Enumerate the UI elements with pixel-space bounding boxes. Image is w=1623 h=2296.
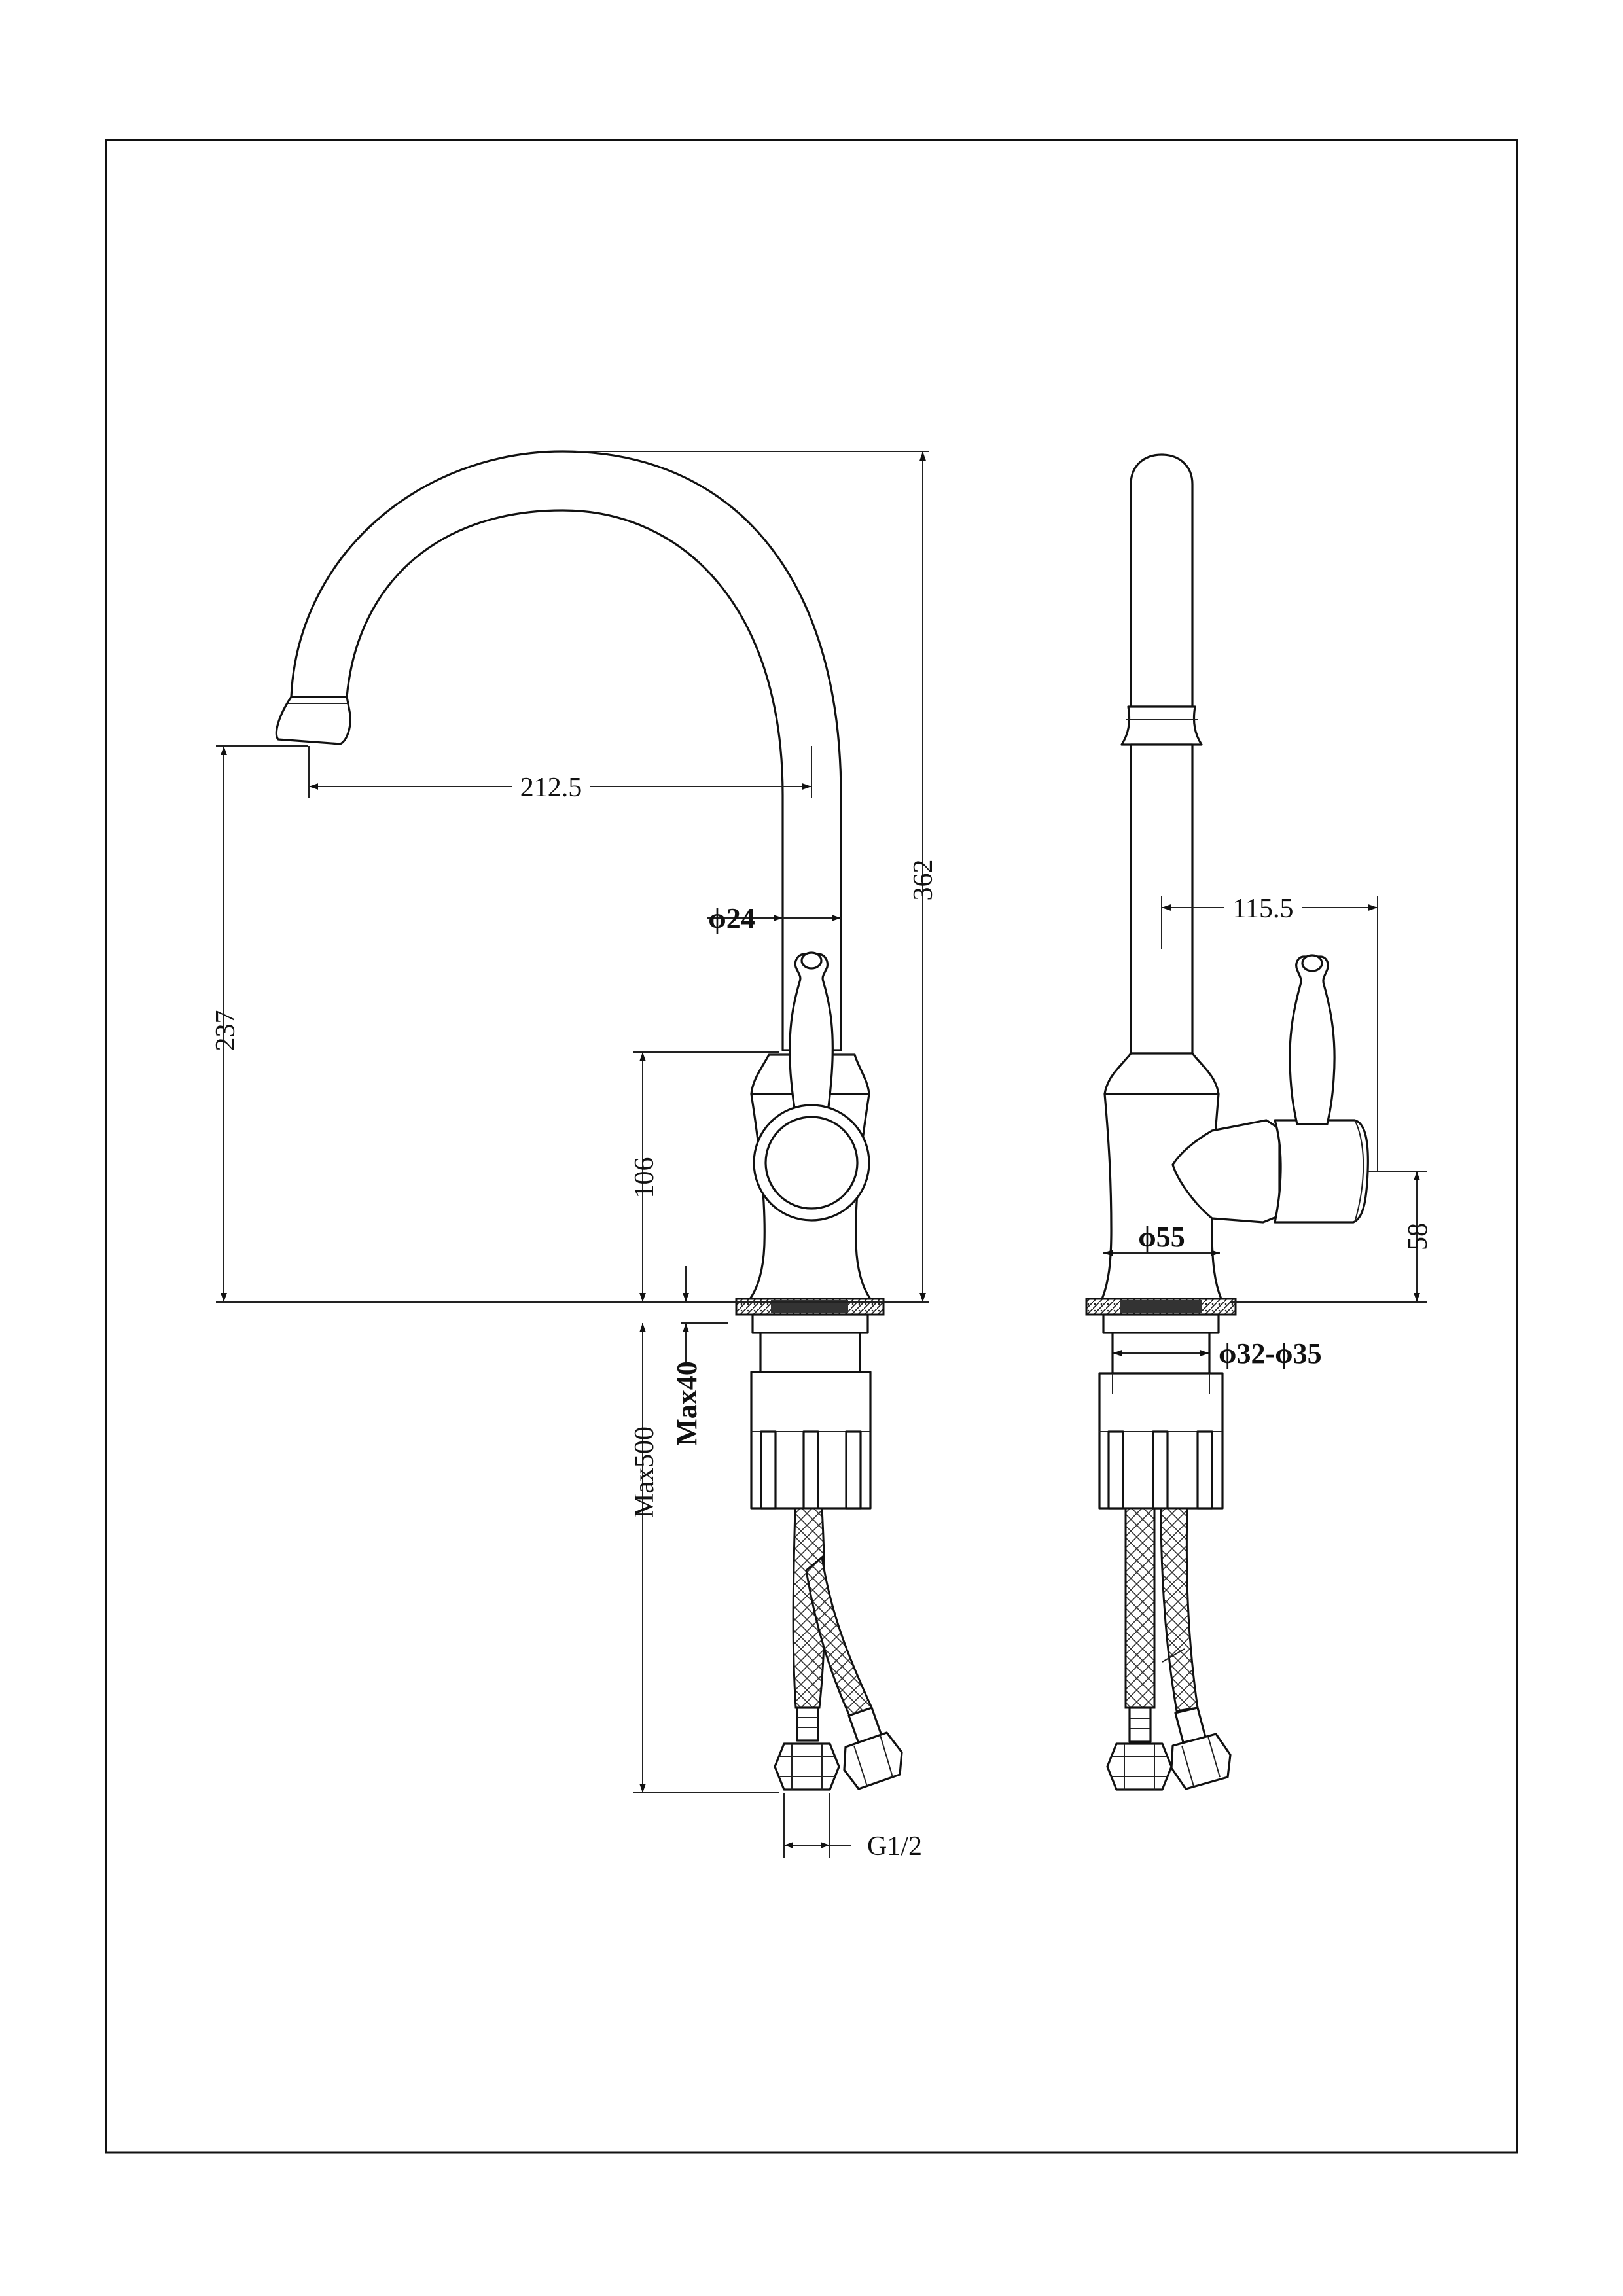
- threaded-rod: [759, 1332, 861, 1373]
- body-collar-side: [1103, 1052, 1220, 1095]
- spout-side-upper: [1130, 453, 1194, 708]
- hex-nut-right: [843, 1731, 903, 1790]
- handle-knob-side: [1301, 954, 1323, 972]
- handle-knob: [800, 951, 823, 970]
- dim-hose-length: Max500: [630, 1426, 660, 1518]
- dim-outlet-height: 237: [211, 1010, 241, 1051]
- hex-nut-side-left: [1106, 1742, 1173, 1791]
- nut-rib-side-3: [1196, 1430, 1213, 1510]
- side-view: 115.5 ϕ55 ϕ32-ϕ35 58: [1085, 453, 1433, 1791]
- mounting-shank: [751, 1313, 869, 1334]
- hose-side-right: [1160, 1507, 1199, 1712]
- hose-side-left: [1124, 1507, 1156, 1709]
- dim-handle-axis-height: 58: [1403, 1223, 1433, 1250]
- drawing-frame: [105, 139, 1518, 2154]
- dim-spout-reach: 212.5: [520, 773, 582, 803]
- front-view: 212.5 362 237 ϕ24 106 Max40 Max500: [211, 450, 938, 1862]
- dim-spout-diameter: ϕ24: [708, 902, 755, 934]
- dim-connection-thread: G1/2: [867, 1831, 922, 1862]
- nut-rib-1: [760, 1430, 777, 1510]
- cartridge-ring-inner: [764, 1116, 859, 1210]
- handle-cap-side: [1274, 1119, 1369, 1224]
- dim-max-deck: Max40: [671, 1361, 703, 1446]
- handle-arm-side: [1171, 1119, 1281, 1224]
- nut-rib-3: [845, 1430, 862, 1510]
- nut-rib-2: [802, 1430, 819, 1510]
- dim-base-diameter: ϕ55: [1138, 1221, 1185, 1253]
- nut-rib-side-1: [1107, 1430, 1124, 1510]
- dim-handle-height: 106: [630, 1157, 660, 1199]
- hose-ferrule-side-left: [1128, 1706, 1152, 1743]
- hex-nut-left: [774, 1742, 840, 1791]
- dim-handle-projection: 115.5: [1233, 894, 1294, 924]
- deck-gasket-center-side: [1120, 1300, 1202, 1313]
- spout: [290, 450, 842, 1051]
- aerator-side: [1120, 705, 1203, 746]
- aerator: [275, 696, 351, 745]
- handle-lever-side: [1289, 955, 1336, 1125]
- hex-nut-side-right: [1170, 1733, 1232, 1790]
- dim-mounting-hole: ϕ32-ϕ35: [1219, 1337, 1322, 1369]
- deck-gasket-center: [771, 1300, 848, 1313]
- hose-ferrule-left: [796, 1706, 819, 1742]
- dim-overall-height: 362: [908, 860, 938, 901]
- nut-rib-side-2: [1152, 1430, 1169, 1510]
- mounting-shank-side: [1102, 1313, 1220, 1334]
